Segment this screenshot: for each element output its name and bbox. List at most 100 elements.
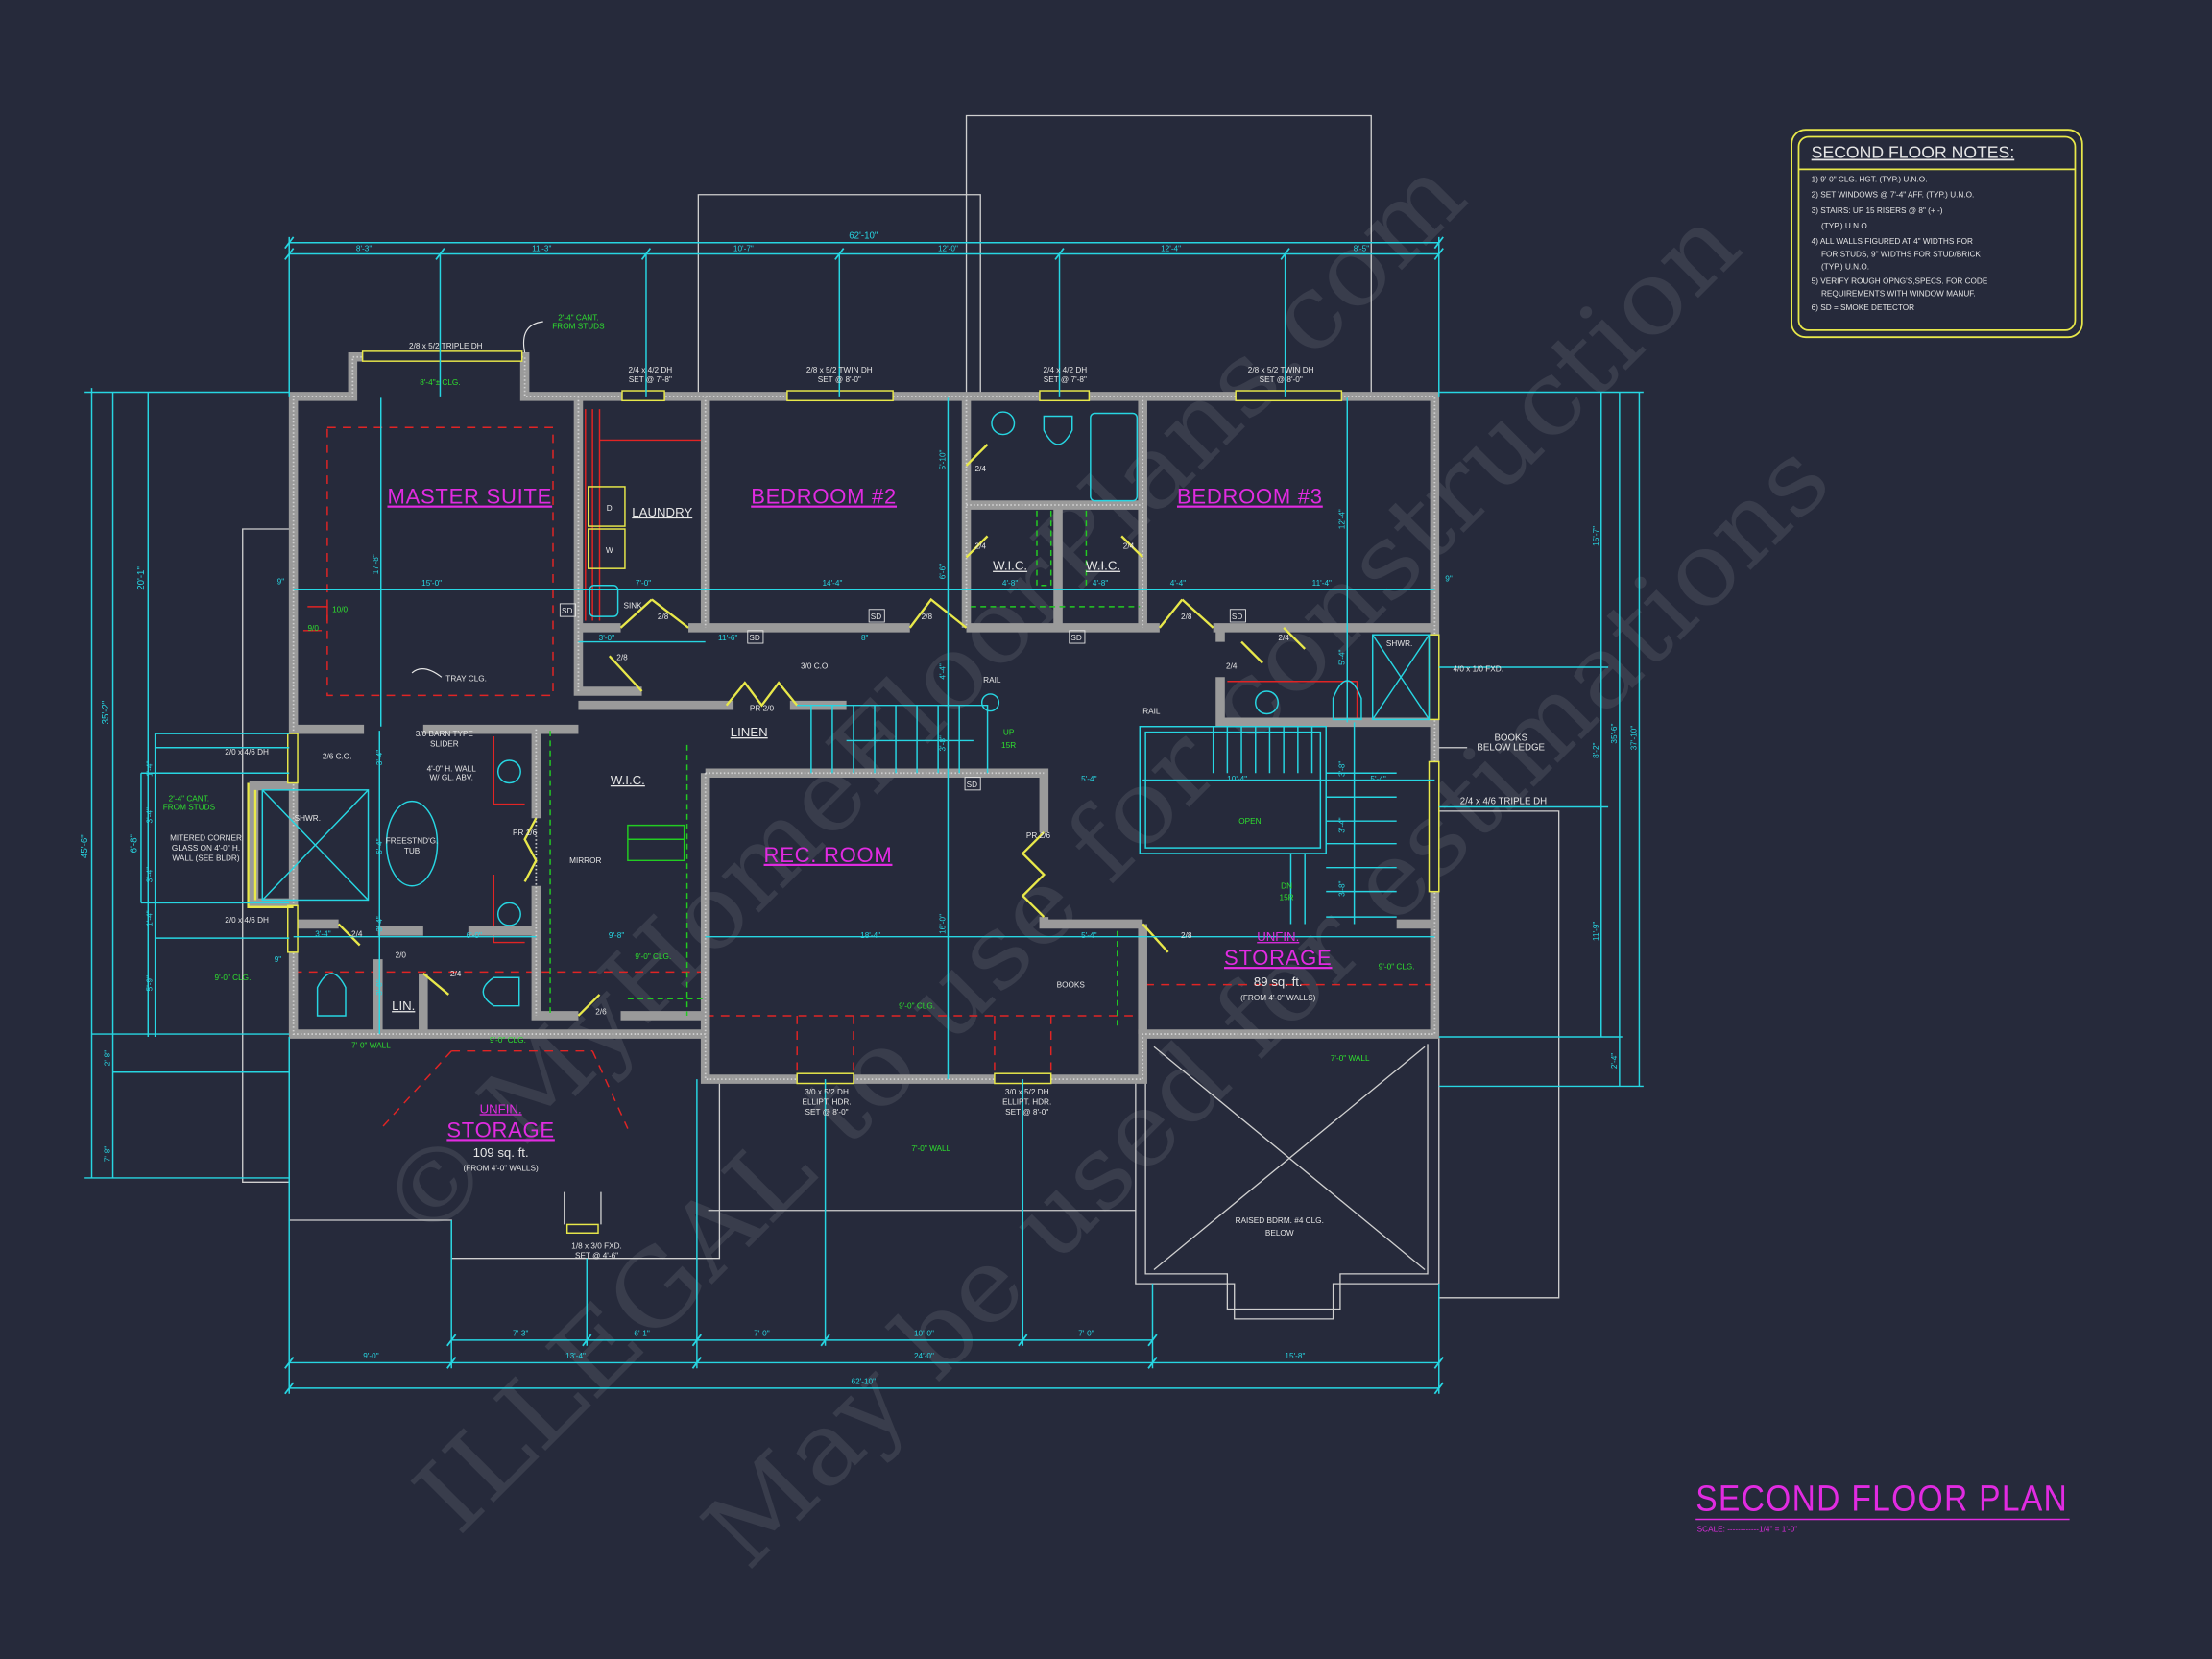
dim-interior: 3'-0" [599, 634, 614, 642]
dim-interior: 5'-4" [1081, 931, 1096, 940]
dim-bottom: 6'-1" [634, 1330, 649, 1338]
outline-lines [242, 114, 1560, 1320]
dim-interior: 11'-6" [718, 634, 737, 642]
washer [588, 528, 626, 569]
dim-interior: 4'-4" [1170, 579, 1186, 588]
stair-up: UP [1003, 729, 1015, 737]
tub-label: TUB [404, 847, 421, 855]
window-label: SET @ 8'-0" [1260, 375, 1303, 384]
dim-left: 6'-8" [130, 833, 140, 853]
dim-right: 35'-6" [1610, 724, 1619, 744]
mitered-glass-label: GLASS ON 4'-0" H. [172, 844, 240, 853]
dim-interior: 4'-8" [1093, 579, 1108, 588]
dim-right: 15'-7" [1592, 526, 1600, 546]
dim-interior: 3'-8" [1337, 761, 1346, 777]
dim-left: 3'-4" [146, 807, 155, 823]
door-label: PR 1/6 [513, 829, 538, 837]
dim-interior: 9'-8" [609, 931, 624, 940]
dim-left: 20'-1" [136, 566, 147, 590]
storage-left-label: UNFIN. [480, 1101, 522, 1116]
notes-line: 2) SET WINDOWS @ 7'-4" AFF. (TYP.) U.N.O… [1812, 191, 1975, 200]
window-label: 2/8 x 5/2 TWIN DH [806, 366, 873, 374]
notes-line: 5) VERIFY ROUGH OPNG'S,SPECS. FOR CODE [1812, 276, 1988, 285]
window-label: 2/8 x 5/2 TRIPLE DH [409, 342, 483, 350]
stairs [797, 693, 1397, 925]
closet-opening-label: 3/0 C.O. [801, 661, 830, 670]
books-ledge-label: BELOW LEDGE [1477, 743, 1545, 754]
stair-up: 15R [1001, 741, 1016, 750]
smoke-detector: SD [749, 634, 759, 642]
door-label: 2/4 [975, 542, 987, 551]
note-ceiling: 8'-4"± CLG. [420, 378, 460, 387]
notes-line: 1) 9'-0" CLG. HGT. (TYP.) U.N.O. [1812, 176, 1928, 184]
window-label: 2/8 x 5/2 TWIN DH [1248, 366, 1314, 374]
door-label: 2/6 [595, 1007, 607, 1016]
dim-interior: 9" [277, 577, 285, 586]
door-label: PR 2/0 [750, 705, 775, 713]
dim-bottom: 13'-4" [565, 1352, 586, 1360]
misc-labels: D W SINK TRAY CLG. 3/0 BARN TYPE SLIDER … [170, 504, 1545, 1238]
room-shower: SHWR. [1386, 639, 1412, 648]
note-ceiling: 9'-0" CLG. [899, 1002, 935, 1011]
toilet [1043, 415, 1073, 445]
dim-left: 1'-4" [146, 910, 155, 926]
note-ceiling: 9'-0" CLG. [215, 974, 252, 982]
green-notes: 2'-4" CANT. FROM STUDS 8'-4"± CLG. 2'-4"… [163, 314, 1415, 1153]
tray-ceiling-label: TRAY CLG. [445, 675, 487, 684]
rail-label: RAIL [1142, 708, 1161, 716]
sink [589, 585, 619, 617]
dim-left: 5'-9" [146, 975, 155, 991]
note-window: 10/0 [332, 606, 348, 614]
room-laundry: LAUNDRY [632, 505, 692, 519]
dim-right: 11'-9" [1592, 922, 1600, 941]
room-bedroom-3: BEDROOM #3 [1177, 485, 1323, 509]
dim-interior: 5'-4" [1081, 775, 1096, 783]
notes-line: 6) SD = SMOKE DETECTOR [1812, 303, 1914, 312]
dim-left: 7'-8" [104, 1146, 112, 1162]
windows [247, 350, 1440, 1234]
dim-right: 8'-2" [1592, 742, 1600, 757]
toilet [482, 976, 520, 1007]
barn-slider-label: 3/0 BARN TYPE [416, 730, 474, 738]
ceiling-lines [293, 409, 1432, 1130]
window-label: 1/8 x 3/0 FXD. [571, 1241, 622, 1250]
note-ceiling: 9'-0" CLG. [1379, 962, 1415, 971]
washer-label: W [606, 546, 613, 555]
storage-right-note: (FROM 4'-0" WALLS) [1240, 994, 1315, 1002]
dim-top-overall: 62'-10" [849, 230, 878, 241]
room-bedroom-2: BEDROOM #2 [751, 485, 897, 509]
window-label: ELLIPT. HDR. [1002, 1098, 1051, 1107]
dim-interior: 3'-4" [315, 930, 330, 939]
mitered-glass-label: WALL (SEE BLDR) [172, 854, 239, 862]
room-wic: W.I.C. [1086, 559, 1120, 573]
dim-interior: 5'-4" [1337, 649, 1346, 664]
note-wall: 7'-0" WALL [351, 1042, 391, 1050]
dim-interior: 8" [861, 634, 869, 642]
smoke-detector: SD [1070, 634, 1081, 642]
window-label: 2/0 x 4/6 DH [225, 748, 269, 757]
door-label: 2/8 [658, 613, 669, 621]
books-ledge-label: BOOKS [1494, 733, 1527, 743]
dim-bottom: 7'-0" [754, 1330, 769, 1338]
dim-left: 3'-4" [146, 867, 155, 882]
dim-bottom: 7'-3" [513, 1330, 528, 1338]
notes-line: 3) STAIRS: UP 15 RISERS @ 8" (+ -) [1812, 206, 1943, 215]
dim-interior: 7'-0" [636, 579, 651, 588]
door-label: 2/8 [1181, 931, 1192, 940]
room-wic: W.I.C. [993, 559, 1027, 573]
dim-interior: 3'-8" [938, 735, 947, 751]
second-floor-notes: SECOND FLOOR NOTES: 1) 9'-0" CLG. HGT. (… [1791, 129, 2083, 339]
dim-interior: 6'-0" [467, 931, 482, 940]
smoke-detector: SD [871, 613, 881, 621]
closet-opening-label: 2/6 C.O. [323, 753, 352, 761]
books-label: BOOKS [1057, 981, 1086, 990]
note-cant: 2'-4" CANT. [558, 314, 598, 323]
raised-ceiling-label: RAISED BDRM. #4 CLG. [1236, 1216, 1324, 1225]
stair-down: DN [1281, 882, 1292, 891]
dim-bottom: 7'-0" [1078, 1330, 1094, 1338]
walls [249, 351, 1440, 1084]
room-linen: LINEN [731, 725, 768, 739]
mitered-glass-label: MITERED CORNER [170, 834, 242, 843]
dim-interior: 10'-4" [1227, 775, 1247, 783]
